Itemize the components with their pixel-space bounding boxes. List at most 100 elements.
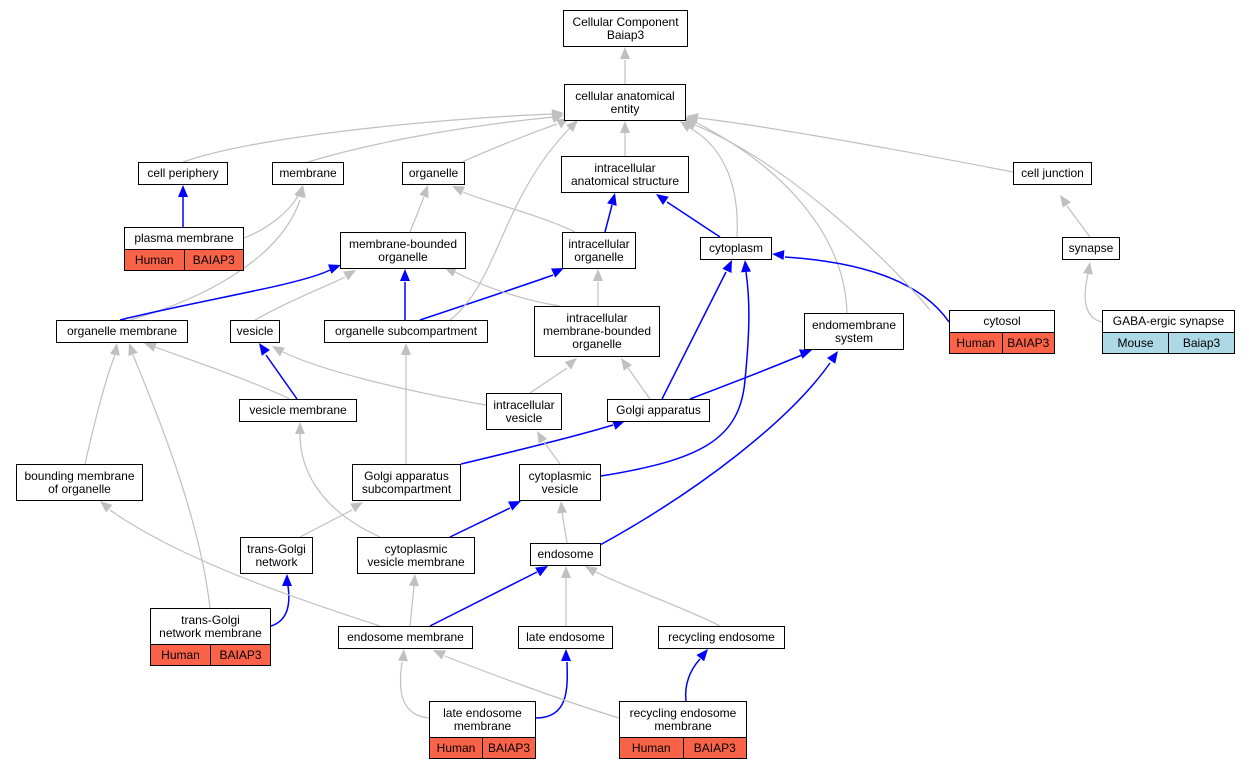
species-cell[interactable]: Human — [950, 333, 1002, 353]
edge-cvm-vm — [295, 422, 381, 538]
node-intracellular-vesicle[interactable]: intracellular vesicle — [486, 393, 562, 430]
node-intracellular-membrane-bounded-organelle[interactable]: intracellular membrane-bounded organelle — [534, 306, 660, 357]
edge-cvm-cv — [449, 501, 521, 538]
species-cell[interactable]: Human — [151, 645, 210, 665]
species-cell[interactable]: Mouse — [1103, 333, 1168, 353]
arrowhead — [585, 566, 598, 577]
node-label: endomembrane system — [811, 317, 897, 345]
species-cell[interactable]: Human — [620, 738, 683, 758]
edge-bmo-om — [84, 343, 120, 465]
node-label: GABA-ergic synapse — [1112, 314, 1225, 328]
arrowhead — [557, 501, 568, 514]
node-endosome-membrane[interactable]: endosome membrane — [338, 626, 473, 649]
edge-membrane-cae — [307, 113, 564, 163]
edge-imbo-io — [593, 269, 603, 306]
gene-cell[interactable]: BAIAP3 — [1001, 333, 1054, 353]
node-plasma-membrane[interactable]: plasma membrane — [124, 227, 244, 250]
node-organelle-membrane[interactable]: organelle membrane — [56, 320, 188, 343]
edge-iv-vesicle — [272, 346, 487, 406]
node-trans-golgi-network-membrane[interactable]: trans-Golgi network membrane — [150, 608, 271, 645]
edge-gas-golgi — [460, 420, 625, 465]
node-label: late endosome membrane — [443, 705, 522, 733]
node-label: Golgi apparatus — [616, 403, 701, 417]
arrowhead — [400, 269, 410, 281]
gene-cell[interactable]: BAIAP3 — [183, 250, 243, 270]
edge-golgi-cyto — [661, 260, 732, 400]
arrowhead — [561, 566, 571, 578]
node-vesicle[interactable]: vesicle — [230, 320, 280, 343]
arrowhead — [607, 193, 617, 206]
arrowhead — [799, 349, 812, 359]
edge-cytosol-cyto — [772, 250, 950, 323]
gene-cell[interactable]: Baiap3 — [1168, 333, 1234, 353]
gene-cell[interactable]: BAIAP3 — [210, 645, 270, 665]
node-cytoplasmic-vesicle[interactable]: cytoplasmic vesicle — [519, 464, 601, 501]
node-vesicle-membrane[interactable]: vesicle membrane — [239, 399, 357, 422]
node-late-endosome[interactable]: late endosome — [518, 626, 613, 649]
edge-periphery-cae — [182, 109, 564, 163]
node-golgi-apparatus[interactable]: Golgi apparatus — [607, 399, 710, 422]
edge-endosome-endosys — [599, 351, 838, 546]
node-label: late endosome — [526, 630, 605, 644]
node-label: membrane — [279, 166, 337, 180]
edge-iv-imbo — [529, 358, 577, 394]
edge-cv-iv — [537, 431, 561, 465]
node-label: cytoplasmic vesicle membrane — [367, 541, 465, 569]
arrowhead — [128, 343, 138, 356]
arrowhead — [593, 269, 603, 281]
species-cell[interactable]: Human — [125, 250, 184, 270]
node-golgi-subcompartment[interactable]: Golgi apparatus subcompartment — [352, 464, 461, 501]
node-root[interactable]: Cellular Component Baiap3 — [563, 10, 688, 47]
arrowhead — [178, 185, 188, 197]
arrowhead — [722, 260, 732, 273]
node-endosome[interactable]: endosome — [530, 543, 601, 566]
arrowhead — [328, 264, 341, 274]
edge-gas-os — [401, 343, 411, 464]
node-recycling-endosome-membrane[interactable]: recycling endosome membrane — [619, 701, 747, 738]
node-cellular-anatomical-entity[interactable]: cellular anatomical entity — [564, 84, 686, 121]
node-label: intracellular vesicle — [493, 397, 555, 425]
arrowhead — [684, 120, 697, 130]
node-cell-junction[interactable]: cell junction — [1013, 162, 1092, 185]
edge-om-mbo — [119, 264, 341, 321]
arrowhead — [109, 343, 120, 356]
edge-cyto-ias — [656, 194, 721, 238]
edge-cv-cyto — [600, 260, 752, 477]
node-synapse[interactable]: synapse — [1062, 237, 1120, 260]
node-cytosol[interactable]: cytosol — [949, 310, 1055, 333]
node-label: cytosol — [983, 314, 1021, 328]
node-membrane-bounded-organelle[interactable]: membrane-bounded organelle — [340, 232, 466, 269]
edge-ias-cae — [620, 121, 630, 156]
arrowhead — [1082, 262, 1093, 275]
annotation-plasma-membrane: Human BAIAP3 — [124, 249, 244, 271]
node-intracellular-organelle[interactable]: intracellular organelle — [562, 232, 636, 269]
edge-junction-cae — [686, 113, 1014, 173]
node-membrane[interactable]: membrane — [272, 162, 344, 185]
node-label: intracellular anatomical structure — [570, 160, 680, 188]
species-cell[interactable]: Human — [430, 738, 482, 758]
arrowhead — [620, 121, 630, 133]
node-endomembrane-system[interactable]: endomembrane system — [804, 313, 904, 350]
node-label: endosome — [537, 547, 594, 561]
node-label: synapse — [1068, 241, 1114, 255]
arrowhead — [295, 185, 306, 198]
node-bounding-membrane[interactable]: bounding membrane of organelle — [16, 464, 143, 501]
node-late-endosome-membrane[interactable]: late endosome membrane — [429, 701, 536, 738]
arrowhead — [564, 358, 577, 370]
node-intracellular-anatomical-structure[interactable]: intracellular anatomical structure — [561, 156, 689, 193]
node-cell-periphery[interactable]: cell periphery — [138, 162, 228, 185]
node-gabaergic-synapse[interactable]: GABA-ergic synapse — [1102, 310, 1235, 333]
node-cytoplasm[interactable]: cytoplasm — [700, 237, 772, 260]
node-trans-golgi-network[interactable]: trans-Golgi network — [240, 537, 313, 574]
node-label: vesicle membrane — [249, 403, 347, 417]
arrowhead — [621, 358, 632, 371]
arrowhead — [508, 501, 521, 511]
arrowhead — [433, 650, 446, 660]
gene-cell[interactable]: BAIAP3 — [682, 738, 746, 758]
node-recycling-endosome[interactable]: recycling endosome — [658, 626, 785, 649]
gene-cell[interactable]: BAIAP3 — [482, 738, 535, 758]
node-organelle[interactable]: organelle — [402, 162, 465, 185]
node-organelle-subcompartment[interactable]: organelle subcompartment — [324, 320, 488, 343]
node-cytoplasmic-vesicle-membrane[interactable]: cytoplasmic vesicle membrane — [357, 537, 475, 574]
